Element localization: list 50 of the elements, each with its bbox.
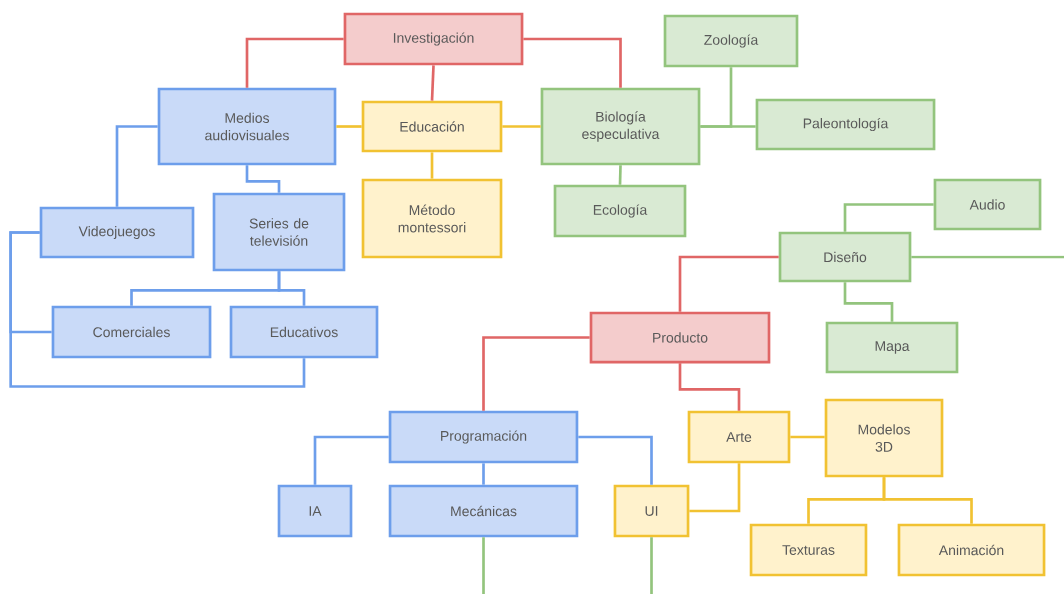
connector-line <box>115 125 158 207</box>
concept-box: Educativos <box>229 305 379 359</box>
concept-box: Animación <box>897 523 1046 577</box>
concept-box: Biología especulativa <box>540 87 701 166</box>
concept-box: Videojuegos <box>39 206 195 259</box>
connector-line <box>578 435 653 485</box>
connector-line <box>502 125 541 128</box>
connector-line <box>882 477 973 524</box>
concept-box: Modelos 3D <box>824 398 944 478</box>
connector-line <box>336 125 362 128</box>
connector-line <box>689 463 741 513</box>
connector-line <box>482 463 485 485</box>
connector-line <box>678 255 779 312</box>
connector-line <box>790 435 825 439</box>
connector-line <box>523 37 622 88</box>
concept-box: Paleontología <box>755 98 936 151</box>
connector-line <box>482 336 590 411</box>
connector-line <box>245 165 281 193</box>
concept-box: Mecánicas <box>388 484 579 538</box>
concept-box: Comerciales <box>51 305 212 359</box>
concept-box: UI <box>613 484 690 538</box>
connector-line <box>618 165 622 185</box>
connector-line <box>313 435 389 485</box>
concept-box: Series de televisión <box>212 192 346 272</box>
connector-line <box>430 152 434 179</box>
concept-box: Audio <box>933 178 1042 231</box>
connector-line <box>700 125 756 128</box>
concept-box: Programación <box>388 410 579 464</box>
connector-line <box>911 255 1064 259</box>
connector-line <box>277 271 306 306</box>
concept-box: Producto <box>589 311 771 364</box>
connector-line <box>245 37 344 88</box>
concept-box: Método montessori <box>361 178 503 259</box>
connector-line <box>9 231 306 388</box>
concept-box: Texturas <box>749 523 868 577</box>
connector-line <box>482 537 485 594</box>
concept-box: Mapa <box>825 321 959 374</box>
concept-box: Medios audiovisuales <box>157 87 337 166</box>
connector-line <box>650 537 653 594</box>
concept-box: Ecología <box>553 184 687 238</box>
concept-box: Educación <box>361 100 503 153</box>
concept-box: IA <box>277 484 353 538</box>
connector-line <box>843 282 894 322</box>
connector-line <box>843 203 934 232</box>
connector-line <box>430 65 435 101</box>
concept-box: Investigación <box>343 12 524 66</box>
connector-line <box>678 363 741 411</box>
concept-box: Arte <box>687 410 791 464</box>
concept-box: Diseño <box>778 231 912 283</box>
concept-box: Zoología <box>663 14 799 68</box>
